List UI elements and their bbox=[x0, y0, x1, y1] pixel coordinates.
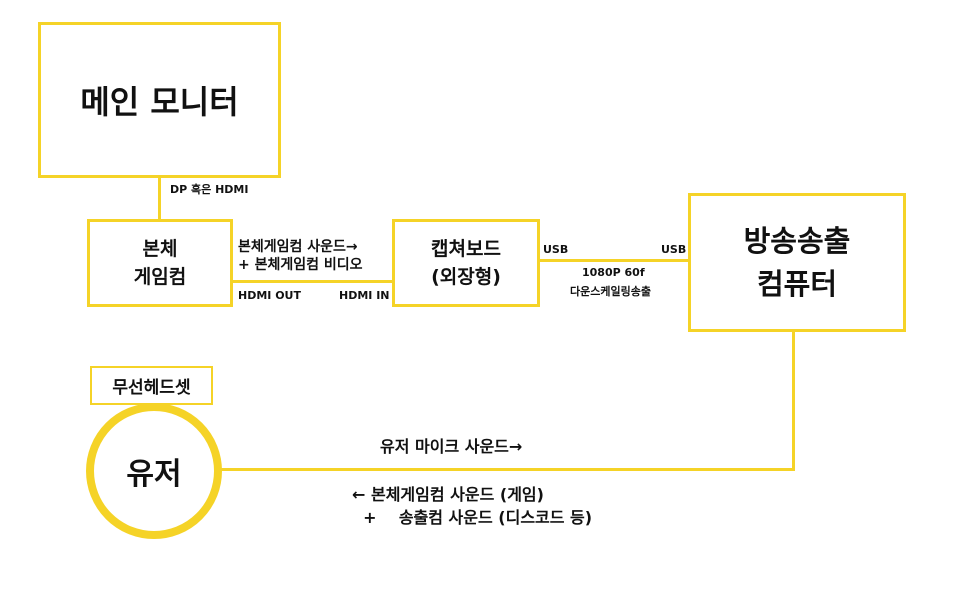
downscale-label: 다운스케일링송출 bbox=[570, 285, 651, 298]
sound-video-label: 본체게임컴 사운드→ + 본체게임컴 비디오 bbox=[238, 239, 363, 273]
user-label: 유저 bbox=[126, 457, 182, 492]
headset-box: 무선헤드셋 bbox=[90, 366, 213, 405]
usb-left-label: USB bbox=[543, 243, 569, 256]
user-to-broadcast-line bbox=[218, 468, 795, 471]
headset-label: 무선헤드셋 bbox=[112, 378, 191, 398]
main-monitor-label: 메인 모니터 bbox=[80, 83, 239, 121]
user-circle: 유저 bbox=[86, 403, 222, 539]
capture-board-label: 캡쳐보드 (외장형) bbox=[431, 237, 501, 289]
hdmi-out-label: HDMI OUT bbox=[238, 289, 301, 302]
hdmi-in-label: HDMI IN bbox=[339, 289, 390, 302]
broadcast-down-line bbox=[792, 331, 795, 471]
broadcast-pc-box: 방송송출 컴퓨터 bbox=[688, 193, 906, 332]
gaming-pc-label: 본체 게임컴 bbox=[133, 237, 187, 289]
capture-to-broadcast-line bbox=[539, 259, 690, 262]
capture-board-box: 캡쳐보드 (외장형) bbox=[392, 219, 540, 307]
main-monitor-box: 메인 모니터 bbox=[38, 22, 281, 178]
broadcast-pc-label: 방송송출 컴퓨터 bbox=[743, 224, 851, 301]
dp-hdmi-label: DP 혹은 HDMI bbox=[170, 183, 249, 196]
pc-to-capture-line bbox=[233, 280, 393, 283]
monitor-to-pc-line bbox=[158, 178, 161, 222]
resolution-label: 1080P 60f bbox=[582, 266, 645, 279]
mic-sound-label: 유저 마이크 사운드→ bbox=[380, 437, 523, 456]
return-sound-label: ← 본체게임컴 사운드 (게임) + 송출컴 사운드 (디스코드 등) bbox=[352, 485, 593, 527]
usb-right-label: USB bbox=[661, 243, 687, 256]
gaming-pc-box: 본체 게임컴 bbox=[87, 219, 233, 307]
